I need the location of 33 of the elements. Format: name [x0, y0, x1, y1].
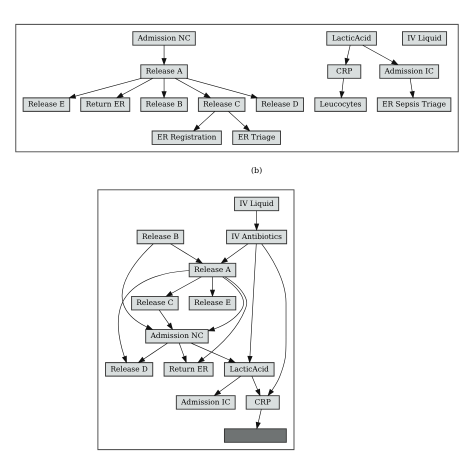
- cluster: [15, 24, 459, 152]
- arrow: [261, 244, 286, 396]
- arrow: [158, 310, 174, 330]
- arrow: [410, 78, 415, 99]
- arrow: [118, 270, 190, 364]
- node-box: [224, 428, 287, 443]
- arrow: [362, 44, 399, 66]
- arrow: [247, 243, 257, 364]
- arrow: [162, 44, 167, 66]
- arrow: [220, 243, 248, 264]
- arrow: [165, 276, 202, 297]
- arrow: [162, 78, 167, 99]
- arrow: [344, 44, 350, 66]
- arrow: [214, 376, 242, 396]
- arrow: [207, 276, 244, 332]
- arrow: [252, 376, 260, 396]
- arrow: [138, 342, 168, 364]
- arrow: [116, 78, 154, 98]
- arrow: [68, 78, 142, 99]
- cluster: [97, 189, 294, 450]
- arrow: [178, 342, 187, 364]
- arrow: [186, 78, 258, 99]
- arrow: [174, 78, 212, 98]
- arrow: [193, 111, 216, 132]
- arrow: [122, 244, 154, 330]
- arrow: [339, 78, 345, 99]
- arrow: [190, 342, 236, 363]
- arrow: [170, 243, 204, 264]
- arrow: [254, 210, 260, 231]
- arrow: [197, 276, 248, 364]
- arrow: [256, 408, 262, 430]
- arrow: [210, 276, 216, 298]
- arrow: [228, 111, 250, 132]
